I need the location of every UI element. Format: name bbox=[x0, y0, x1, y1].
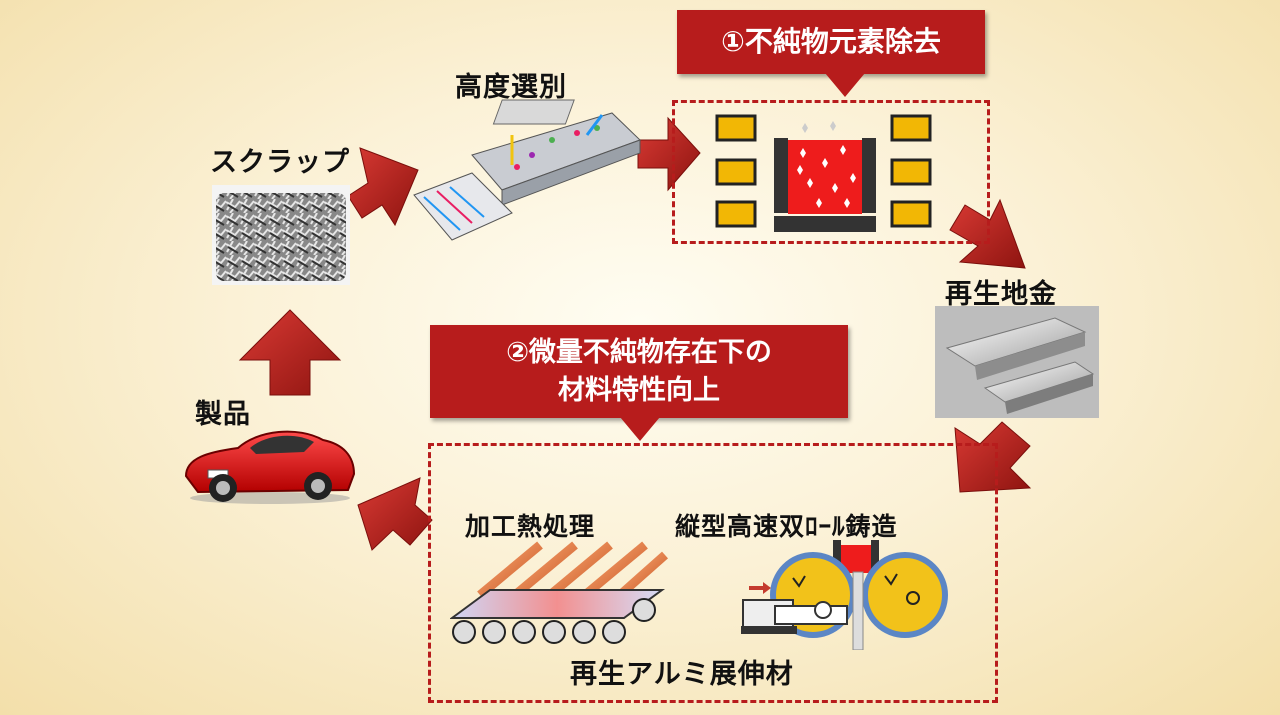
scrap-photo bbox=[212, 185, 350, 285]
arrow-product-to-scrap bbox=[238, 309, 342, 396]
thermo-label: 加工熱処理 bbox=[465, 512, 596, 541]
process2-line2: 材料特性向上 bbox=[558, 375, 720, 406]
wrought-label: 再生アルミ展伸材 bbox=[570, 659, 794, 690]
arrow-wrought-to-product bbox=[357, 477, 433, 551]
scrap-label: スクラップ bbox=[210, 147, 350, 178]
process1-pointer bbox=[825, 73, 865, 97]
process1-label: ①不純物元素除去 bbox=[677, 10, 985, 74]
process2-pointer bbox=[620, 417, 660, 441]
wrought-box bbox=[428, 443, 998, 703]
ingot-photo bbox=[935, 306, 1099, 418]
ingot-label: 再生地金 bbox=[945, 279, 1057, 310]
process2-label: ②微量不純物存在下の 材料特性向上 bbox=[430, 325, 848, 418]
arrow-sorting-to-furnace bbox=[637, 116, 701, 192]
furnace-box bbox=[672, 100, 990, 244]
refining-furnace bbox=[715, 114, 932, 232]
arrow-scrap-to-sorting bbox=[347, 147, 419, 227]
sorting-machine bbox=[413, 99, 641, 241]
twin-roll-caster bbox=[741, 540, 948, 650]
process2-line1: ②微量不純物存在下の bbox=[506, 337, 772, 368]
sorting-label: 高度選別 bbox=[455, 72, 567, 103]
rolling-mill bbox=[450, 541, 668, 644]
product-label: 製品 bbox=[195, 399, 251, 430]
casting-label: 縦型高速双ﾛｰﾙ鋳造 bbox=[675, 512, 898, 541]
red-car bbox=[184, 430, 356, 504]
